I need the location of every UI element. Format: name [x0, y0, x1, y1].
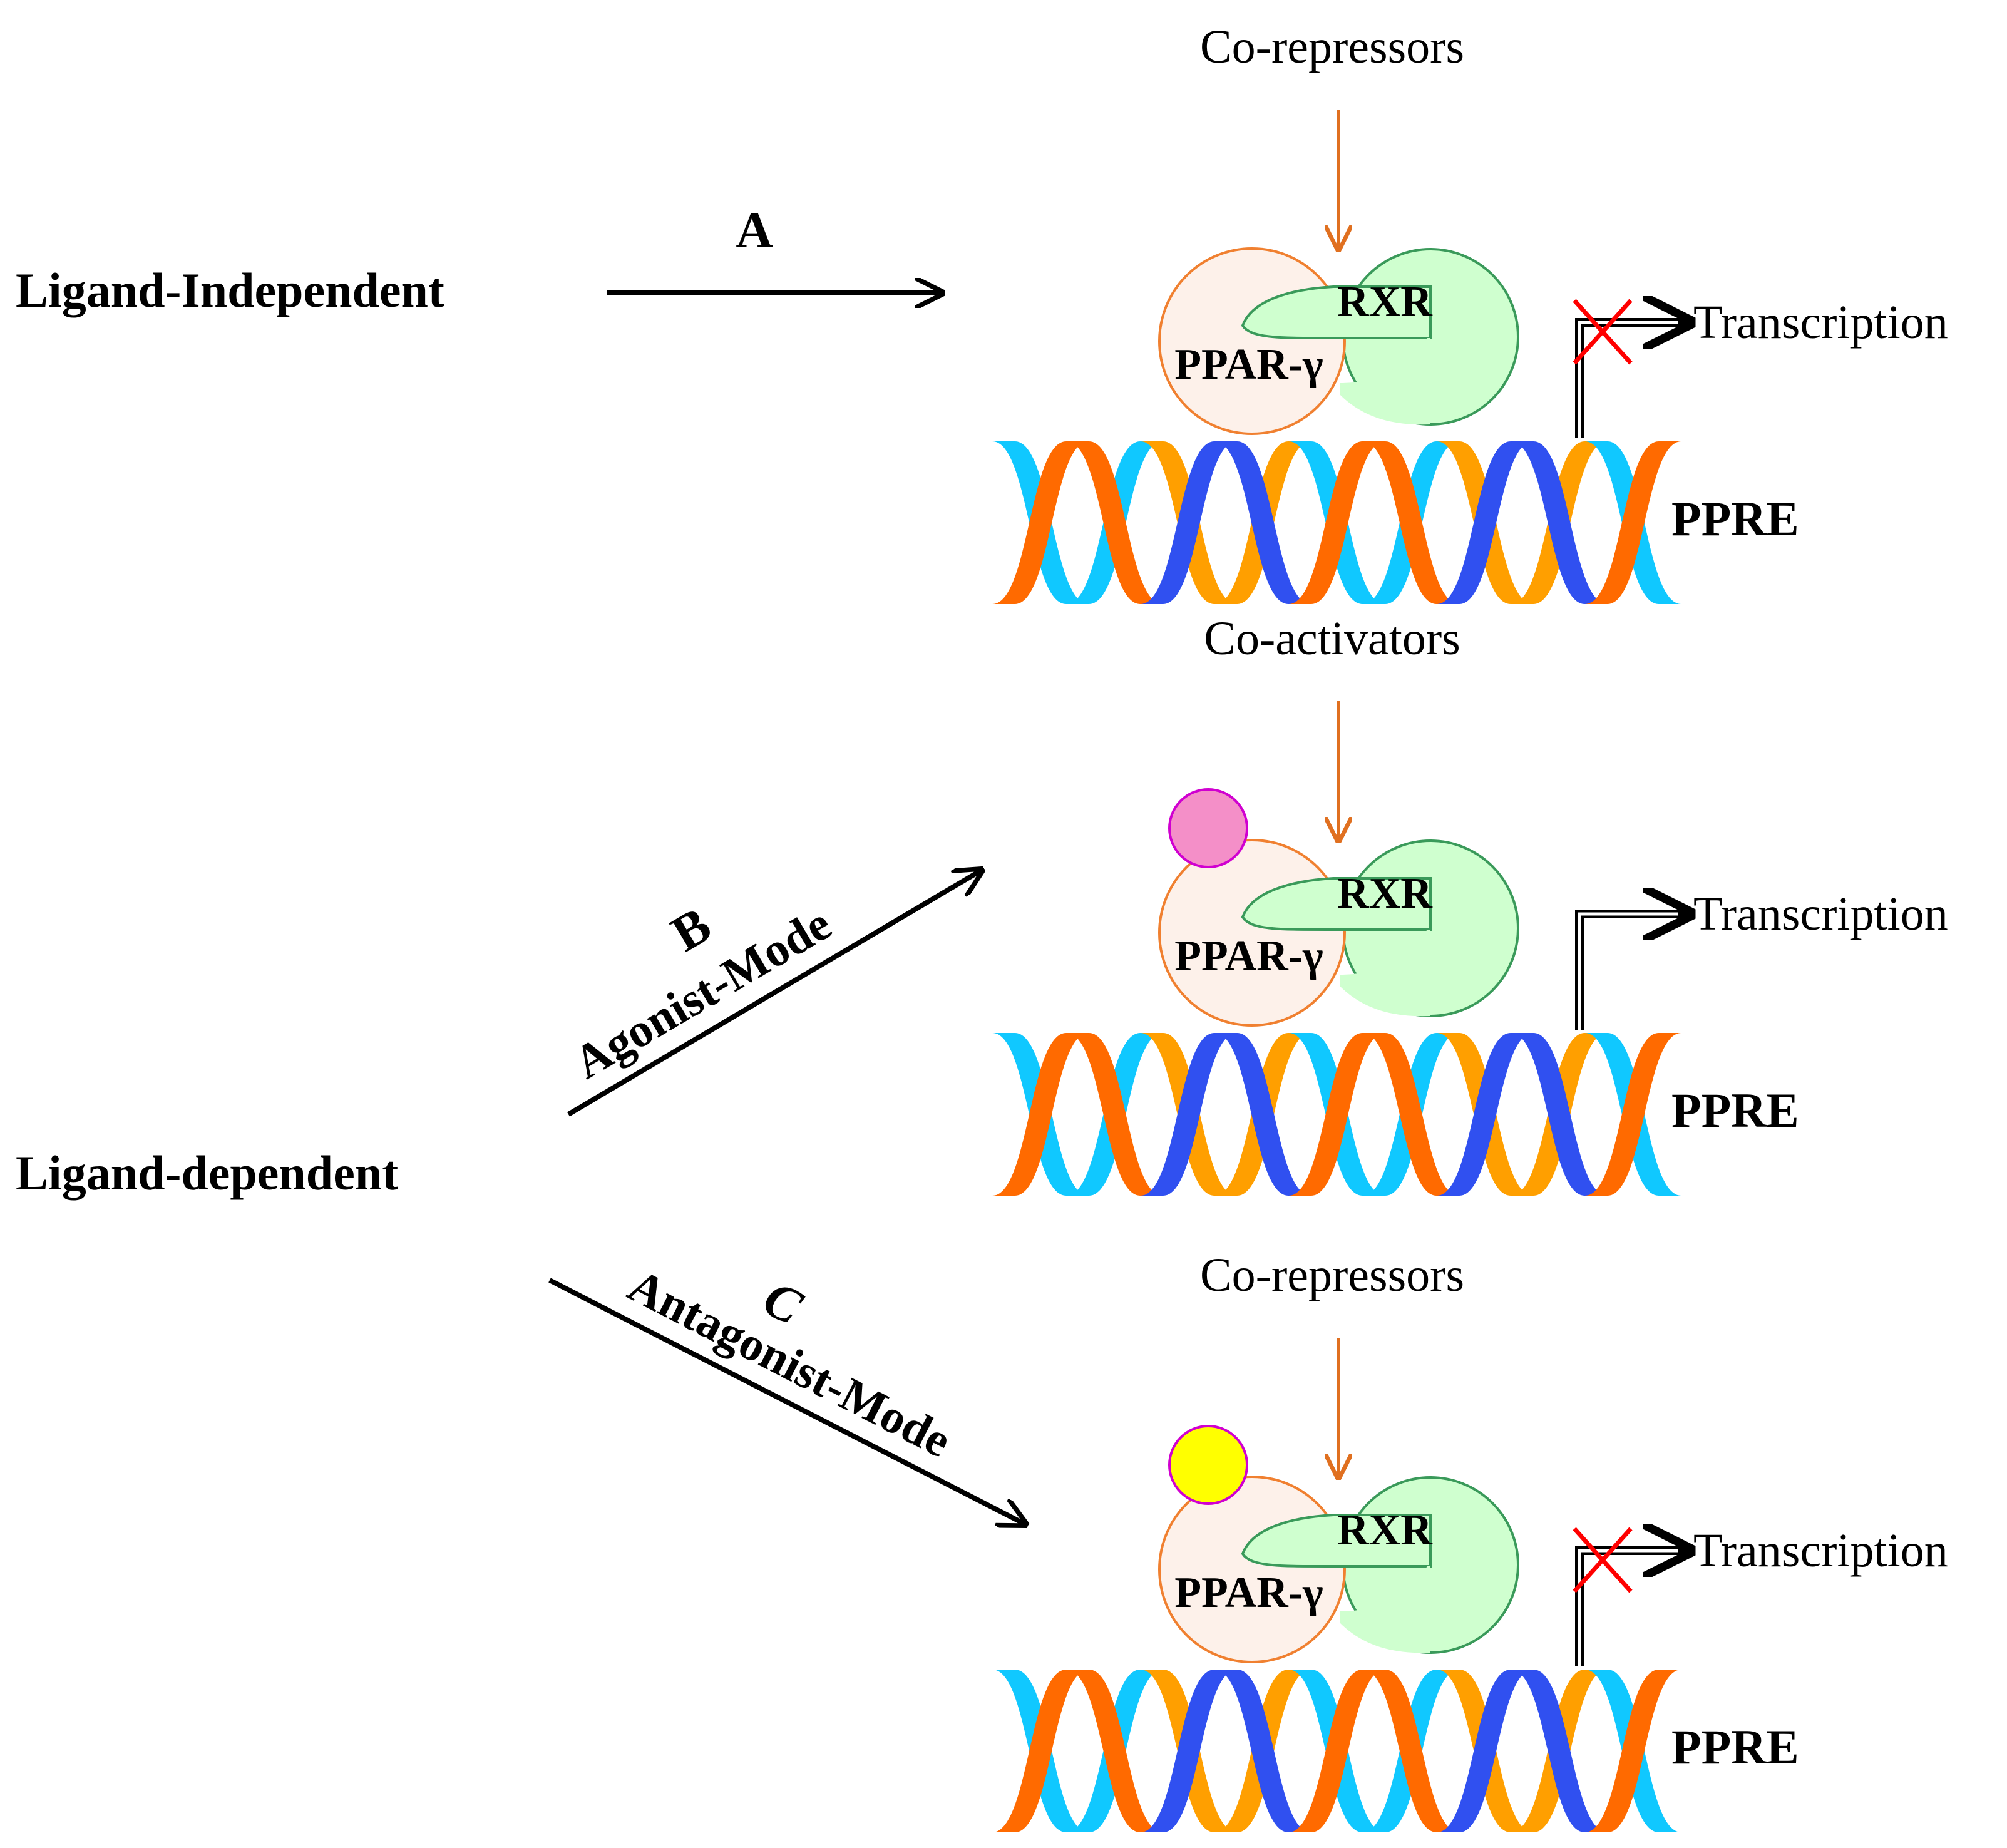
- dna-front-strand: [1214, 1670, 1311, 1832]
- transcription-label: Transcription: [1693, 1524, 1948, 1577]
- transcription-blocked-x-icon: [1573, 1527, 1633, 1593]
- cofactor-label: Co-activators: [1204, 612, 1460, 665]
- dna-front-strand: [1584, 441, 1681, 604]
- dna-front-strand: [992, 1670, 1089, 1832]
- ppar-gamma-label: PPAR-γ: [1174, 341, 1323, 389]
- dna-front-strand: [1140, 1033, 1237, 1196]
- transcription-label: Transcription: [1693, 296, 1948, 349]
- ppre-label: PPRE: [1671, 1720, 1799, 1774]
- pathway-b-arrow: [567, 870, 982, 1117]
- dna-front-strand: [1511, 441, 1608, 604]
- transcription-label: Transcription: [1693, 888, 1948, 940]
- cofactor-label: Co-repressors: [1200, 21, 1464, 73]
- dna-front-strand: [1066, 1033, 1163, 1196]
- rxr-lower-jaw: [1340, 1566, 1430, 1653]
- dna-helix: [992, 1033, 1681, 1196]
- dna-front-strand: [1437, 441, 1534, 604]
- rxr-label: RXR: [1337, 870, 1433, 918]
- dna-front-strand: [1437, 1670, 1534, 1832]
- dna-front-strand: [992, 1033, 1089, 1196]
- transcription-arrow-inner: [1578, 1549, 1678, 1666]
- ppar-gamma-label: PPAR-γ: [1174, 1569, 1323, 1617]
- dna-front-strand: [1362, 441, 1459, 604]
- dna-front-strand: [1288, 1670, 1385, 1832]
- dna-front-strand: [1140, 1670, 1237, 1832]
- pathway-b-letter: B: [662, 896, 720, 962]
- dna-front-strand: [1511, 1033, 1608, 1196]
- cofactor-label: Co-repressors: [1200, 1249, 1464, 1301]
- rxr-binding-arm: [1241, 1514, 1432, 1568]
- dna-front-strand: [1362, 1033, 1459, 1196]
- ppre-label: PPRE: [1671, 491, 1799, 546]
- dna-front-strand: [1288, 1033, 1385, 1196]
- pathway-c: C Antagonist-Mode: [548, 1259, 1025, 1524]
- dna-front-strand: [1362, 1670, 1459, 1832]
- dna-front-strand: [1437, 1033, 1534, 1196]
- dna-front-strand: [1066, 441, 1163, 604]
- antagonist-ligand: [1168, 1425, 1248, 1505]
- rxr-lower-jaw: [1340, 338, 1430, 425]
- pathway-a: A: [607, 202, 942, 293]
- pathway-c-arrow: [548, 1278, 1025, 1524]
- rxr-binding-arm: [1241, 285, 1432, 339]
- rxr-binding-arm: [1241, 877, 1432, 931]
- dna-helix: [992, 441, 1681, 604]
- dna-front-strand: [1214, 441, 1311, 604]
- agonist-ligand: [1168, 788, 1248, 868]
- ppre-label: PPRE: [1671, 1083, 1799, 1137]
- transcription-blocked-x-icon: [1573, 299, 1633, 365]
- dna-front-strand: [992, 441, 1089, 604]
- rxr-label: RXR: [1337, 1506, 1433, 1554]
- ligand-independent-label: Ligand-Independent: [16, 263, 444, 317]
- dna-front-strand: [1584, 1670, 1681, 1832]
- dna-front-strand: [1288, 441, 1385, 604]
- transcription-arrow: [1575, 914, 1690, 1030]
- transcription-arrow-inner: [1578, 912, 1678, 1030]
- transcription-arrow-inner: [1578, 321, 1678, 438]
- dna-front-strand: [1511, 1670, 1608, 1832]
- dna-front-strand: [1140, 441, 1237, 604]
- ppar-gamma-label: PPAR-γ: [1174, 932, 1323, 980]
- dna-front-strand: [1214, 1033, 1311, 1196]
- ligand-dependent-label: Ligand-dependent: [16, 1146, 398, 1200]
- pathway-b: B Agonist-Mode: [565, 870, 982, 1117]
- dna-helix: [992, 1670, 1681, 1832]
- rxr-lower-jaw: [1340, 930, 1430, 1017]
- rxr-label: RXR: [1337, 278, 1433, 326]
- dna-front-strand: [1584, 1033, 1681, 1196]
- pathway-a-letter: A: [736, 202, 773, 259]
- dna-front-strand: [1066, 1670, 1163, 1832]
